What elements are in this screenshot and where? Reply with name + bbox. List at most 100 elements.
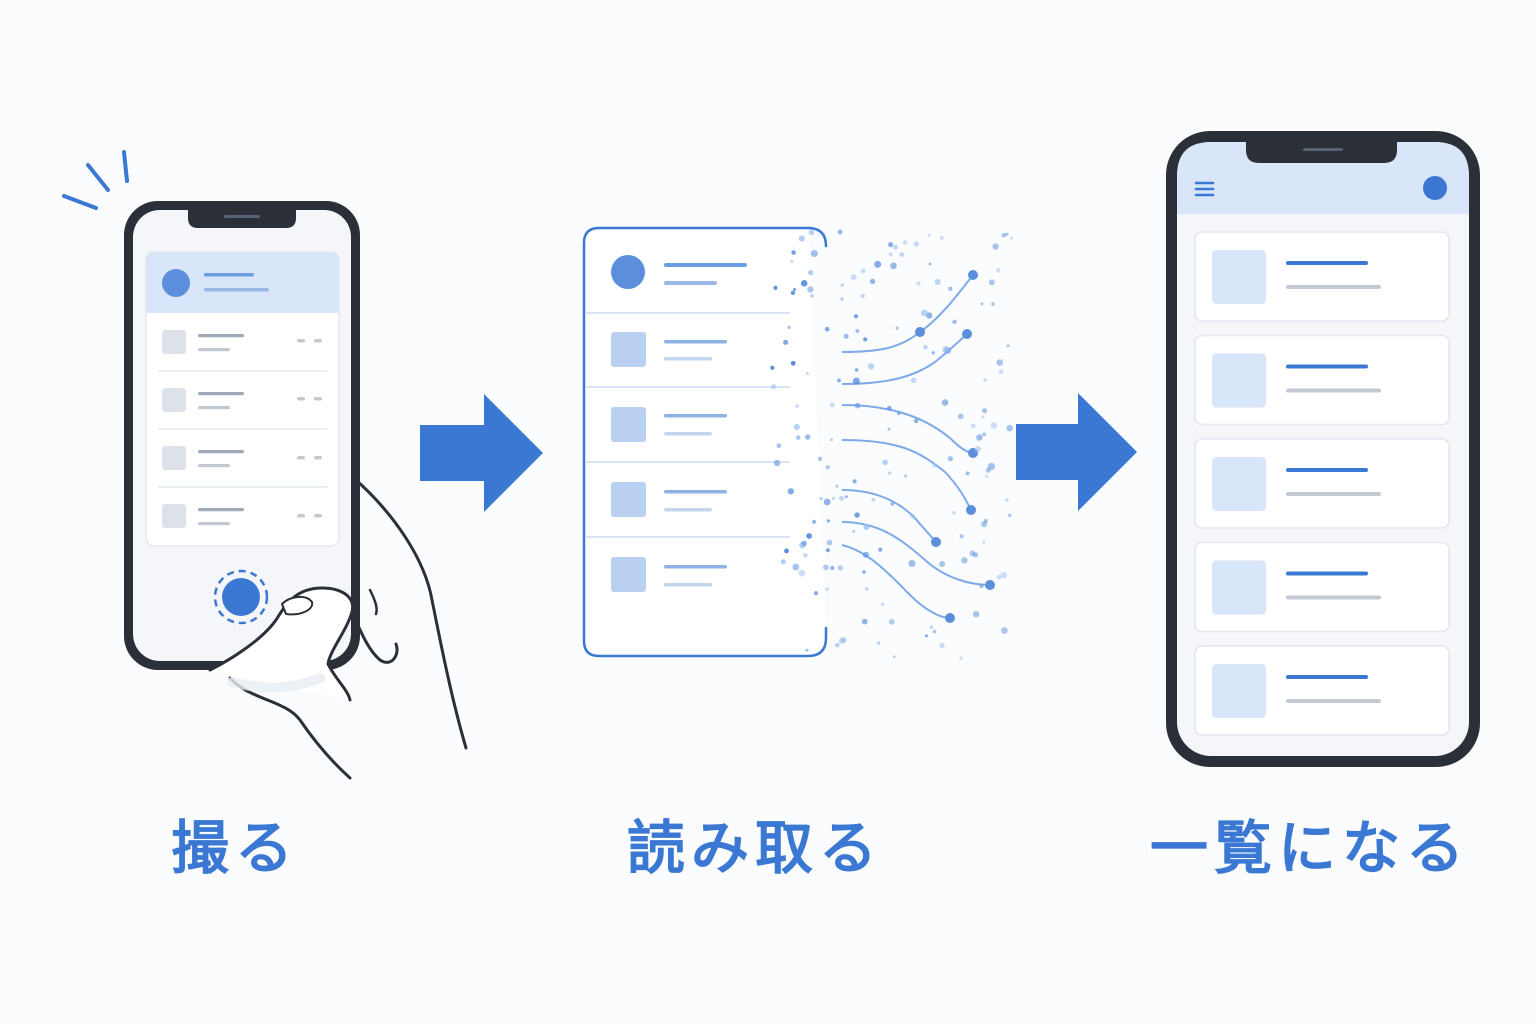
data-particle: [780, 559, 786, 565]
data-particle: [793, 423, 800, 431]
capture-phone: [124, 201, 360, 670]
data-particle: [897, 411, 901, 415]
data-particle: [823, 564, 829, 571]
data-particle: [1006, 424, 1013, 432]
data-particle: [824, 326, 830, 332]
data-particle: [791, 250, 796, 255]
card-thumbnail: [1212, 457, 1266, 511]
arrow-right-icon: [1016, 393, 1137, 511]
data-particle: [852, 377, 861, 385]
data-particle: [965, 471, 970, 476]
data-particle: [980, 302, 984, 306]
data-particle: [863, 523, 870, 530]
data-particle: [982, 432, 987, 437]
data-particle: [874, 260, 882, 268]
data-particle: [783, 339, 789, 345]
data-particle: [982, 540, 986, 544]
data-particle: [804, 434, 811, 440]
data-particle: [803, 553, 808, 558]
data-particle: [920, 309, 928, 317]
data-particle: [855, 328, 860, 334]
data-particle: [807, 286, 814, 293]
data-particle: [825, 587, 829, 591]
data-particle: [860, 293, 865, 299]
data-particle: [890, 262, 897, 270]
data-particle: [852, 479, 857, 484]
data-particle: [1000, 572, 1008, 579]
data-particle: [844, 495, 848, 499]
data-particle: [929, 625, 934, 629]
data-particle: [985, 474, 989, 478]
data-particle: [934, 279, 941, 285]
list-card: [1194, 231, 1450, 322]
tap-burst-icon: [62, 150, 129, 210]
data-particle: [910, 377, 917, 384]
data-particle: [839, 495, 845, 501]
data-particle: [990, 422, 998, 429]
data-particle: [927, 233, 931, 237]
data-particle: [888, 242, 894, 248]
data-particle: [959, 534, 964, 539]
data-particle: [880, 602, 885, 606]
arrow-right-icon: [420, 394, 543, 512]
data-particle: [834, 642, 840, 648]
data-particle: [982, 408, 988, 414]
data-particle: [903, 474, 908, 478]
data-particle: [878, 547, 883, 552]
data-particle: [882, 459, 888, 466]
data-particle: [939, 642, 945, 649]
list-card: [1194, 334, 1450, 426]
data-particle: [810, 250, 818, 257]
data-particle: [814, 591, 818, 596]
data-particle: [787, 488, 794, 495]
data-particle: [861, 618, 868, 625]
data-particle: [952, 319, 957, 324]
data-particle: [852, 530, 856, 533]
data-particle: [998, 369, 1004, 375]
data-flow-nodes: [915, 270, 995, 623]
data-particle: [790, 360, 796, 366]
data-particles: [770, 229, 1014, 660]
data-particle: [801, 540, 807, 546]
data-particle: [798, 235, 805, 242]
data-particle: [903, 240, 908, 245]
data-particle: [871, 497, 876, 502]
data-particle: [916, 281, 921, 286]
data-particle: [913, 241, 919, 247]
data-particle: [948, 286, 953, 291]
data-particle: [928, 262, 932, 266]
capture-list-rows: [158, 330, 327, 528]
data-particle: [981, 521, 988, 528]
data-particle: [996, 574, 1002, 580]
data-particle: [865, 587, 869, 591]
data-particle: [979, 583, 984, 589]
data-particle: [983, 378, 988, 382]
step-label-capture: 撮る: [170, 814, 299, 882]
data-particle: [795, 435, 801, 440]
data-particle: [888, 471, 892, 475]
data-particle: [840, 283, 844, 287]
shutter-button-icon: [213, 569, 269, 625]
data-particle: [1001, 233, 1007, 238]
data-particle: [996, 268, 1001, 273]
data-particle: [812, 519, 817, 524]
data-particle: [974, 446, 981, 453]
account-avatar-icon: [1423, 176, 1447, 200]
data-particle: [793, 288, 796, 291]
data-particle: [976, 434, 983, 441]
data-particle: [910, 513, 916, 519]
data-particle: [792, 563, 800, 571]
data-particle: [869, 278, 876, 285]
data-particle: [853, 314, 859, 319]
data-flow-lines: [841, 274, 991, 619]
data-particle: [867, 363, 875, 370]
data-particle: [837, 565, 844, 571]
hand-back: [354, 478, 468, 750]
data-particle: [839, 637, 846, 644]
data-particle: [819, 497, 823, 501]
data-particle: [770, 365, 775, 370]
data-particle: [996, 359, 1004, 366]
data-particle: [837, 378, 841, 383]
data-particle: [854, 368, 859, 372]
data-particle: [969, 550, 976, 557]
